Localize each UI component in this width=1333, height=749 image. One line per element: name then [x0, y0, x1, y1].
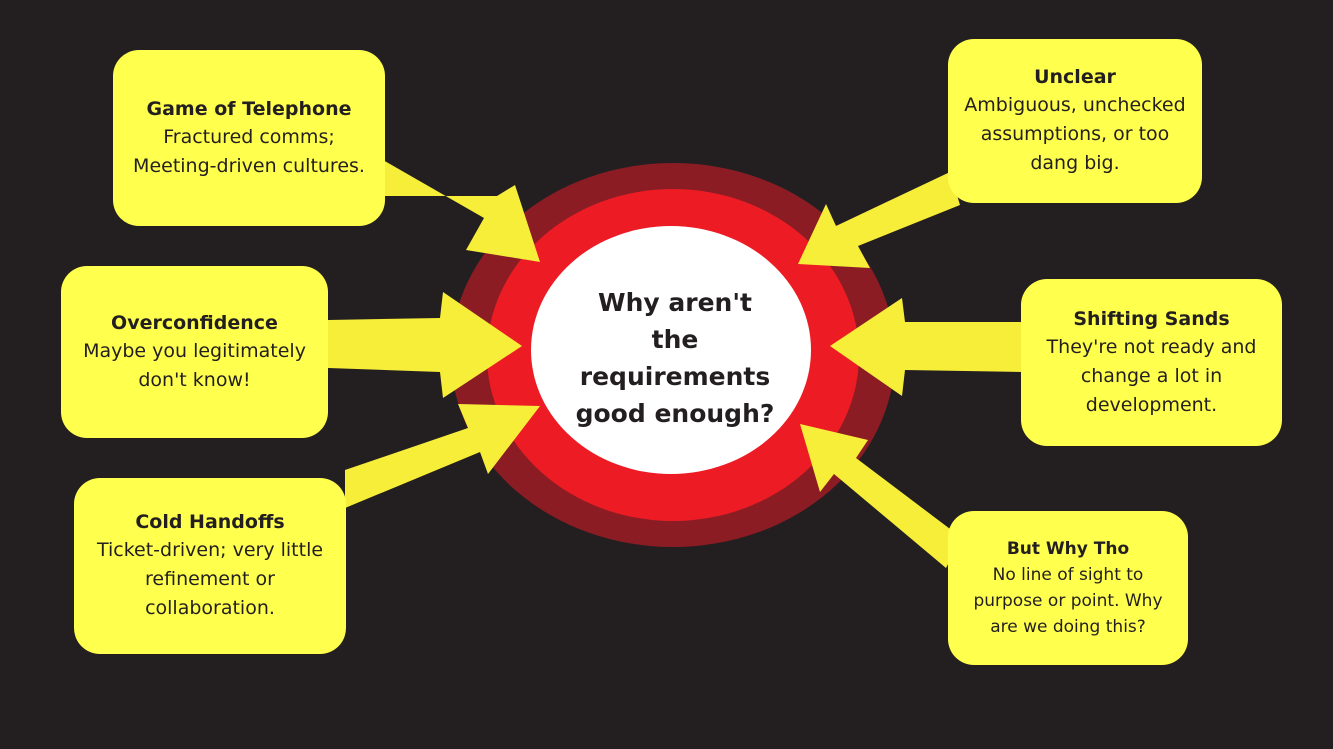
arrow-cold-handoffs	[345, 404, 540, 508]
arrow-but-why-tho	[800, 424, 962, 568]
cause-title: Overconfidence	[111, 311, 278, 334]
cause-description: Fractured comms; Meeting-driven cultures…	[133, 125, 365, 177]
arrow-game-of-telephone	[364, 160, 540, 262]
cause-box-overconfidence: Overconfidence Maybe you legitimately do…	[61, 266, 328, 438]
cause-title: Unclear	[1034, 66, 1116, 88]
cause-title: But Why Tho	[1006, 539, 1130, 559]
arrows	[328, 160, 1022, 568]
cause-description: Ambiguous, unchecked assumptions, or too…	[964, 94, 1186, 174]
cause-title: Cold Handoffs	[135, 511, 285, 533]
cause-description: They're not ready and change a lot in de…	[1046, 335, 1257, 416]
central-question-text: Why aren't the requirements good enough?	[575, 288, 775, 428]
cause-box-cold-handoffs: Cold Handoffs Ticket-driven; very little…	[74, 478, 346, 654]
cause-box-game-of-telephone: Game of Telephone Fractured comms; Meeti…	[113, 50, 385, 226]
cause-title: Game of Telephone	[146, 97, 352, 120]
arrow-overconfidence	[328, 292, 522, 398]
arrow-shifting-sands	[830, 298, 1022, 396]
cause-title: Shifting Sands	[1073, 307, 1230, 330]
cause-description: Ticket-driven; very little refinement or…	[96, 539, 324, 619]
cause-description: Maybe you legitimately don't know!	[83, 339, 306, 391]
cause-description: No line of sight to purpose or point. Wh…	[973, 565, 1163, 637]
arrow-unclear	[798, 172, 960, 268]
cause-box-shifting-sands: Shifting Sands They're not ready and cha…	[1021, 279, 1282, 446]
center-circle	[531, 226, 811, 474]
central-question: Why aren't the requirements good enough?	[545, 268, 805, 448]
cause-box-but-why-tho: But Why Tho No line of sight to purpose …	[948, 511, 1188, 665]
cause-box-unclear: Unclear Ambiguous, unchecked assumptions…	[948, 39, 1202, 203]
